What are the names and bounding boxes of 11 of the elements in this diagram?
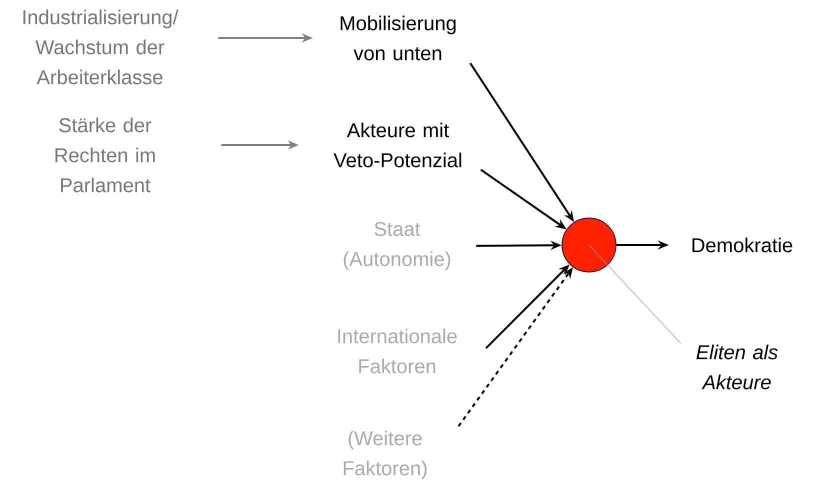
factor-text: Internationale Faktoren [338,328,457,374]
leader-line [588,244,682,344]
outcome-text: Demokratie [692,238,792,252]
factor-text: Stärke der Rechten im Parlament [56,118,155,192]
focus-circle [562,218,616,272]
factor-text: Akteure mit Veto-Potenzial [334,122,462,168]
factor-text: Industrialisierung/ Wachstum der Arbeiterklasse [23,10,178,84]
factor-text: Staat (Autonomie) [344,222,450,270]
factor-text: Mobilisierung von unten [340,16,456,60]
factor-text: (Weitere Faktoren) [344,430,427,480]
callout-text: Eliten als Akteure [696,344,778,390]
